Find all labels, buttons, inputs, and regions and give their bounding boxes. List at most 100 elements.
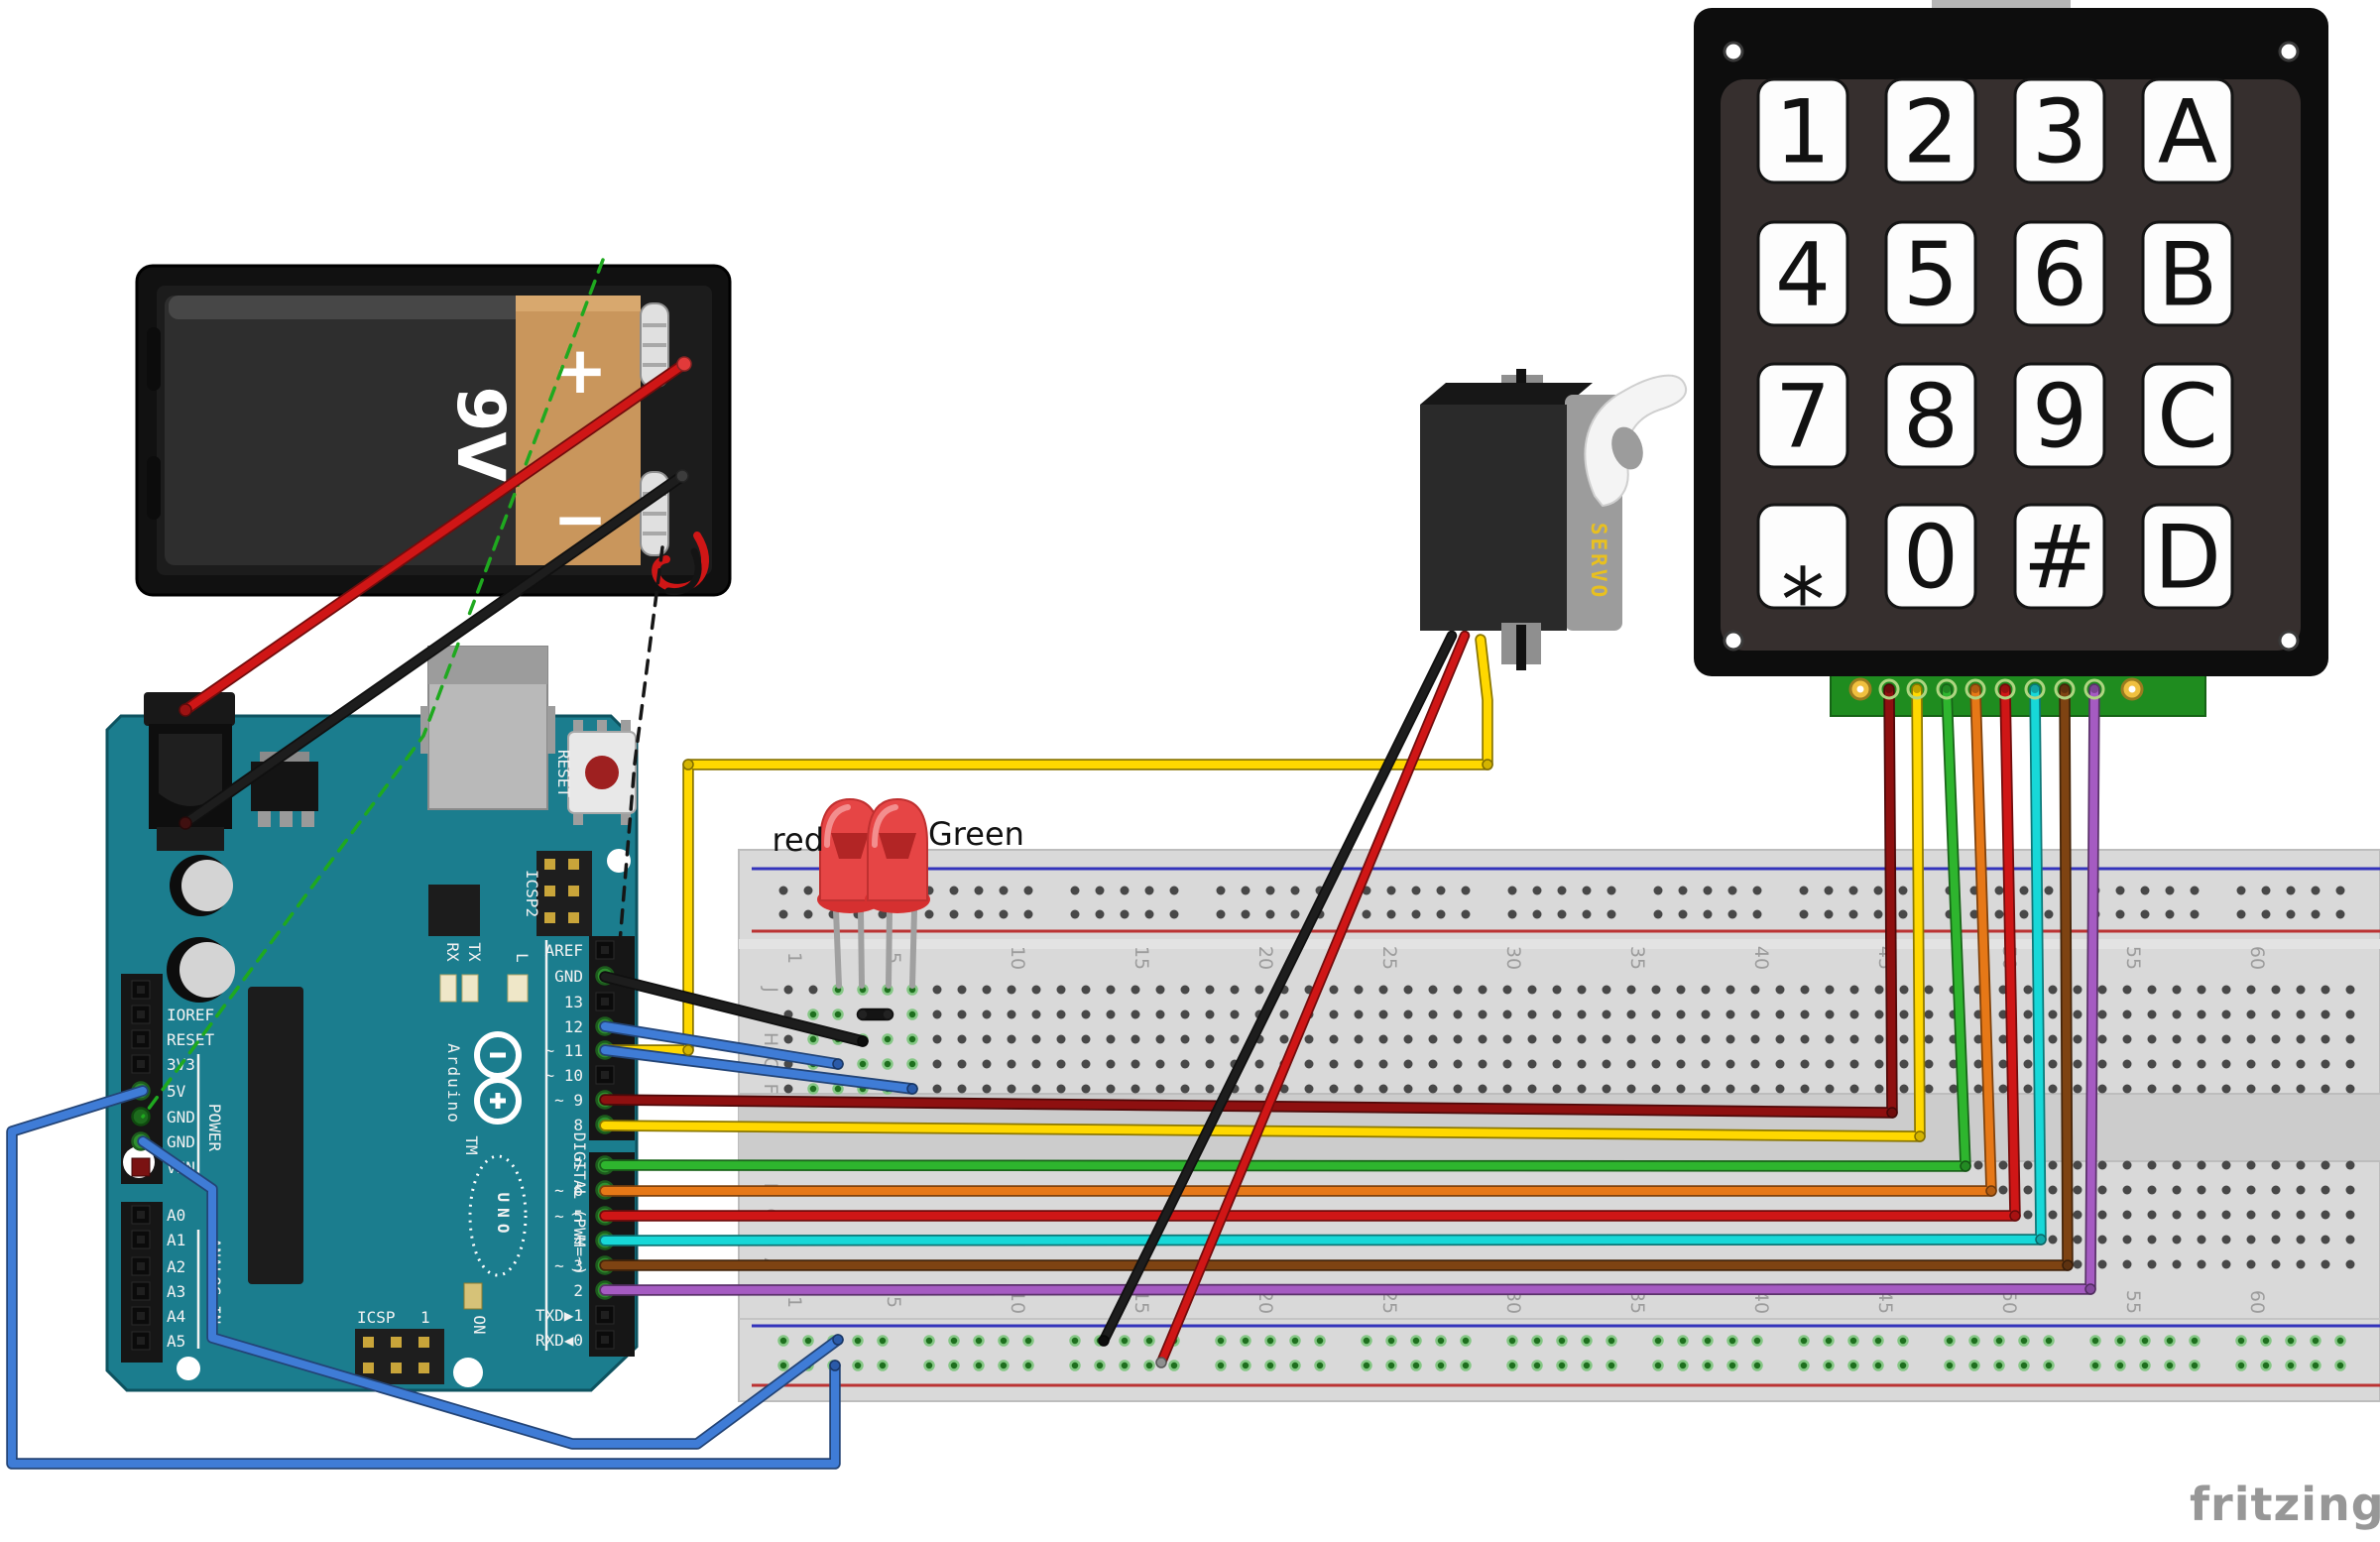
breadboard-rail-hole bbox=[1968, 1360, 1980, 1371]
header-pin-hole bbox=[137, 1236, 145, 1244]
breadboard-hole bbox=[857, 1058, 869, 1070]
breadboard-hole bbox=[1056, 1009, 1066, 1019]
key-C[interactable] bbox=[2141, 362, 2234, 469]
5v-blue-wire[interactable] bbox=[8, 1087, 839, 1468]
key-8[interactable] bbox=[1884, 362, 1977, 469]
key-6[interactable] bbox=[2013, 220, 2106, 327]
key-3[interactable] bbox=[2013, 77, 2106, 184]
key-1[interactable] bbox=[1756, 77, 1849, 184]
breadboard-hole bbox=[832, 1083, 844, 1095]
led-red[interactable] bbox=[817, 797, 883, 913]
ratsnest-black-dashed[interactable] bbox=[615, 545, 664, 981]
key-#[interactable] bbox=[2013, 503, 2106, 610]
key-B[interactable] bbox=[2141, 220, 2234, 327]
breadboard-hole bbox=[2023, 1185, 2033, 1195]
pcb-gold-pad-hole bbox=[1856, 685, 1864, 693]
wire-connection-dot bbox=[1985, 1185, 1997, 1197]
breadboard-hole bbox=[1155, 985, 1165, 995]
breadboard-rail-hole bbox=[1582, 909, 1592, 919]
key-glyph-6: 6 bbox=[2032, 224, 2087, 326]
breadboard-hole bbox=[1577, 1034, 1587, 1044]
mounting-hole bbox=[453, 1358, 483, 1387]
battery-9v[interactable]: 9V + − bbox=[135, 264, 732, 597]
servo-red-wire[interactable] bbox=[1157, 632, 1469, 1366]
key-0[interactable] bbox=[1884, 503, 1977, 610]
breadboard-hole bbox=[2246, 1059, 2256, 1069]
led-pair[interactable]: red Green bbox=[773, 797, 1024, 989]
breadboard-column-label: 15 bbox=[1130, 1290, 1152, 1314]
key-7[interactable] bbox=[1756, 362, 1849, 469]
pcb-gold-pad-hole bbox=[2128, 685, 2136, 693]
ratsnest-green-dashed[interactable] bbox=[141, 258, 605, 1119]
breadboard-hole bbox=[2271, 1235, 2281, 1245]
breadboard-hole bbox=[2246, 1235, 2256, 1245]
breadboard-hole bbox=[882, 1033, 893, 1045]
breadboard-column-label: 35 bbox=[1626, 946, 1648, 970]
arduino-uno-board[interactable]: RESET ICSP2 ICSP 1 bbox=[105, 646, 639, 1392]
breadboard-hole bbox=[957, 1084, 967, 1094]
breadboard-rail-hole bbox=[1994, 886, 2004, 895]
digital-header-bottom bbox=[589, 1152, 635, 1357]
battery-positive-wire[interactable] bbox=[181, 360, 688, 714]
breadboard-hole bbox=[2073, 1160, 2082, 1170]
key-D[interactable] bbox=[2141, 503, 2234, 610]
breadboard-hole bbox=[2320, 985, 2330, 995]
breadboard-hole bbox=[1552, 1059, 1562, 1069]
breadboard-hole bbox=[1304, 1059, 1314, 1069]
key-4[interactable] bbox=[1756, 220, 1849, 327]
wire-connection-dot bbox=[1914, 1130, 1926, 1142]
screw-hole bbox=[1723, 41, 1744, 62]
servo-motor[interactable]: SERVO bbox=[1420, 369, 1687, 670]
breadboard-rail-hole bbox=[1652, 1360, 1664, 1371]
key-9[interactable] bbox=[2013, 362, 2106, 469]
breadboard-hole bbox=[1676, 985, 1686, 995]
breadboard-column-label: 40 bbox=[1750, 1290, 1772, 1314]
usb-connector bbox=[420, 646, 555, 810]
breadboard-column-label: 60 bbox=[2246, 946, 2268, 970]
breadboard-hole bbox=[2271, 1185, 2281, 1195]
pin-label-~9: ~ 9 bbox=[554, 1091, 583, 1110]
breadboard-hole bbox=[807, 1083, 819, 1095]
breadboard-hole bbox=[1998, 1160, 2008, 1170]
breadboard-rail-hole bbox=[2285, 1360, 2297, 1371]
servo-signal-yellow-wire[interactable] bbox=[601, 636, 1491, 1054]
pin11-green-led-wire[interactable] bbox=[601, 1046, 916, 1093]
key-5[interactable] bbox=[1884, 220, 1977, 327]
gnd-to-breadboard-wire[interactable] bbox=[601, 973, 867, 1045]
key-A[interactable] bbox=[2141, 77, 2234, 184]
wire-connection-dot bbox=[2062, 1259, 2074, 1271]
breadboard-hole bbox=[1874, 1034, 1884, 1044]
reset-button-cap[interactable] bbox=[585, 756, 619, 789]
breadboard-rail-hole bbox=[2018, 1360, 2030, 1371]
battery-negative-wire[interactable] bbox=[181, 472, 686, 827]
breadboard-hole bbox=[1304, 1034, 1314, 1044]
key-2[interactable] bbox=[1884, 77, 1977, 184]
breadboard-rail-hole bbox=[1241, 886, 1250, 895]
breadboard-hole bbox=[1825, 1059, 1835, 1069]
breadboard-hole bbox=[1031, 1059, 1041, 1069]
breadboard-hole bbox=[2221, 1034, 2231, 1044]
breadboard-hole bbox=[932, 1034, 942, 1044]
breadboard-hole bbox=[932, 985, 942, 995]
breadboard-rail-hole bbox=[1898, 909, 1908, 919]
key-*[interactable] bbox=[1756, 503, 1849, 610]
breadboard-hole bbox=[2073, 985, 2082, 995]
arduino-brand-label: Arduino bbox=[444, 1043, 463, 1124]
breadboard-hole bbox=[1081, 1009, 1091, 1019]
reset-button[interactable] bbox=[567, 720, 637, 825]
breadboard-hole bbox=[2197, 985, 2206, 995]
servo-black-wire[interactable] bbox=[1100, 632, 1456, 1345]
led-green-labeled[interactable] bbox=[865, 797, 930, 913]
breadboard-hole bbox=[2147, 1259, 2157, 1269]
breadboard-rail-hole bbox=[2043, 1335, 2055, 1347]
breadboard-rail-hole bbox=[1289, 1335, 1301, 1347]
breadboard-hole bbox=[1998, 1009, 2008, 1019]
breadboard-rail-hole bbox=[778, 909, 788, 919]
breadboard-hole bbox=[1056, 1034, 1066, 1044]
gnd-blue-wire[interactable] bbox=[139, 1137, 842, 1448]
breadboard-hole bbox=[2320, 1160, 2330, 1170]
pin12-red-led-wire[interactable] bbox=[601, 1022, 842, 1068]
